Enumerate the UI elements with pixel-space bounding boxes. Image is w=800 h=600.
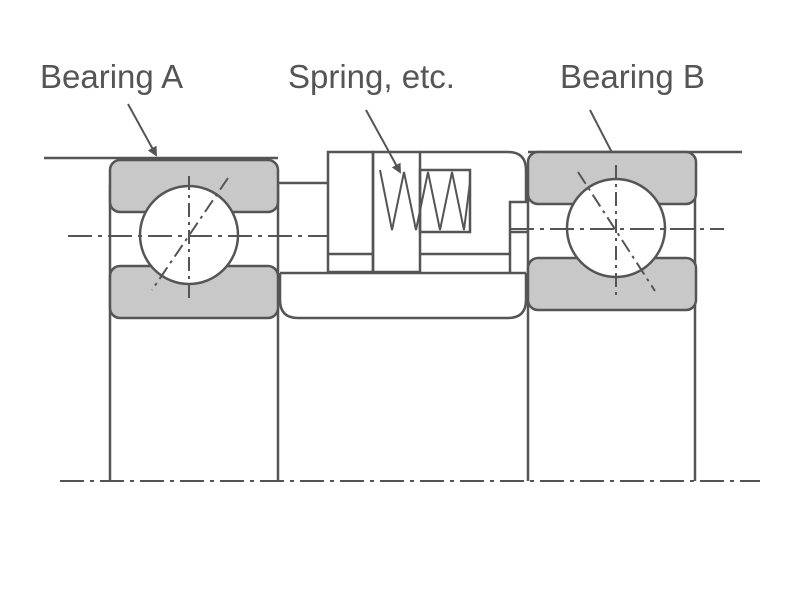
inner-spacer-sleeve — [278, 273, 528, 320]
spring-label: Spring, etc. — [288, 58, 455, 95]
spring-leader-arrow — [365, 109, 401, 174]
spring-housing — [278, 150, 528, 274]
bearing-b-contact-angle-line — [577, 171, 656, 292]
bearing-a-label: Bearing A — [40, 58, 183, 95]
spring-seat — [418, 168, 472, 234]
bearing-b-label: Bearing B — [560, 58, 705, 95]
bearing-a-leader-arrow — [127, 103, 157, 157]
shaft-outline — [108, 180, 697, 481]
bearing-b — [526, 150, 698, 312]
bearing-a — [108, 158, 280, 320]
spring-coil — [379, 169, 471, 231]
